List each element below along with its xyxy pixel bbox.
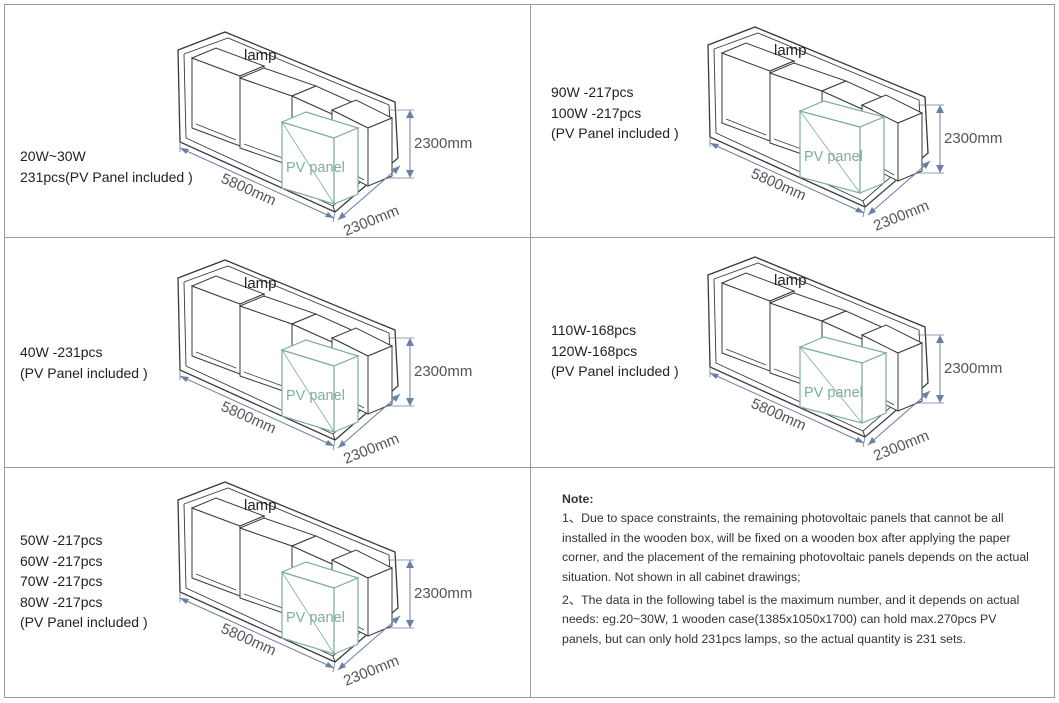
width-label: 2300mm	[871, 427, 931, 465]
note-item-1: 1、Due to space constraints, the remainin…	[562, 511, 1029, 584]
pv-panel-tag: PV panel	[804, 149, 863, 165]
length-label: 5800mm	[218, 398, 278, 437]
width-label: 2300mm	[341, 652, 401, 690]
pv-panel-box	[280, 561, 360, 655]
width-label: 2300mm	[871, 197, 931, 235]
height-label: 2300mm	[414, 363, 472, 380]
cell-label-4: 110W-168pcs 120W-168pcs (PV Panel includ…	[551, 322, 679, 379]
height-label: 2300mm	[944, 130, 1002, 147]
height-dimension	[388, 337, 414, 407]
layout-grid	[4, 4, 1055, 698]
length-dimension	[179, 370, 336, 451]
cell-label-3: 40W -231pcs (PV Panel included )	[20, 344, 148, 381]
width-dimension	[337, 165, 401, 221]
length-dimension	[179, 142, 336, 223]
note-title: Note:	[562, 492, 594, 506]
cell-label-2: 90W -217pcs 100W -217pcs (PV Panel inclu…	[551, 84, 679, 141]
container-diagram-3: PV panel lamp 2300mm 5800mm 2300mm	[177, 259, 472, 468]
pv-panel-box	[798, 100, 886, 194]
height-dimension	[918, 334, 944, 404]
lamp-tag: lamp	[244, 275, 277, 292]
pv-panel-tag: PV panel	[286, 388, 345, 404]
lamp-tag: lamp	[244, 497, 277, 514]
note-item-2: 2、The data in the following tabel is the…	[562, 593, 1020, 646]
width-dimension	[867, 390, 931, 446]
note-block: Note: 1、Due to space constraints, the re…	[562, 490, 1032, 649]
pv-panel-tag: PV panel	[286, 160, 345, 176]
height-label: 2300mm	[944, 360, 1002, 377]
pv-panel-box	[280, 111, 360, 205]
lamp-tag: lamp	[774, 272, 807, 289]
height-label: 2300mm	[414, 135, 472, 152]
length-label: 5800mm	[218, 170, 278, 209]
height-label: 2300mm	[414, 585, 472, 602]
height-dimension	[388, 109, 414, 179]
width-dimension	[337, 393, 401, 449]
pv-panel-tag: PV panel	[804, 385, 863, 401]
height-dimension	[388, 559, 414, 629]
pv-panel-box	[280, 339, 360, 433]
width-dimension	[867, 160, 931, 216]
container-diagram-5: PV panel lamp 2300mm 5800mm 2300mm	[177, 481, 472, 690]
pv-panel-box	[798, 336, 888, 424]
lamp-tag: lamp	[774, 42, 807, 59]
height-dimension	[918, 104, 944, 174]
length-label: 5800mm	[218, 620, 278, 659]
length-dimension	[709, 367, 866, 448]
width-label: 2300mm	[341, 202, 401, 240]
column-divider	[530, 5, 531, 697]
width-label: 2300mm	[341, 430, 401, 468]
row-divider-1	[5, 237, 1054, 238]
lamp-tag: lamp	[244, 47, 277, 64]
width-dimension	[337, 615, 401, 671]
row-divider-2	[5, 467, 1054, 468]
length-dimension	[709, 137, 866, 218]
container-diagram-1: PV panel lamp 2300mm 5800mm 2300mm	[177, 31, 472, 240]
cell-label-5: 50W -217pcs 60W -217pcs 70W -217pcs 80W …	[20, 532, 148, 630]
cell-label-1: 20W~30W 231pcs(PV Panel included )	[20, 148, 193, 185]
length-dimension	[179, 592, 336, 673]
pv-panel-tag: PV panel	[286, 610, 345, 626]
